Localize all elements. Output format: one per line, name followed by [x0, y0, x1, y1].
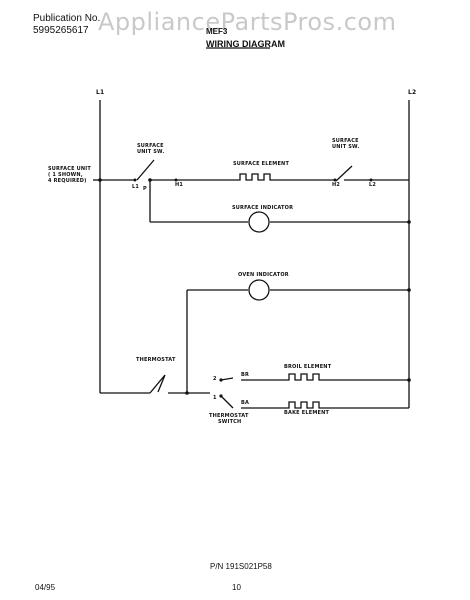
surface-indicator-lamp	[248, 211, 270, 233]
page-number: 10	[232, 583, 241, 592]
label-broil-element: BROIL ELEMENT	[284, 364, 332, 370]
model-fragment: MEF3	[206, 27, 228, 36]
surface-element-symbol	[233, 173, 276, 181]
label-thermostat: THERMOSTAT	[136, 357, 176, 363]
label-surface-element: SURFACE ELEMENT	[233, 161, 290, 167]
label-surface-unit-sw-right-2: UNIT SW.	[332, 144, 360, 150]
terminal-label-h2: H2	[332, 182, 341, 188]
terminal-label-ba: BA	[241, 400, 250, 406]
terminal-h2	[333, 178, 337, 182]
label-thermostat-switch-1: THERMOSTAT	[209, 413, 249, 419]
label-line-l2: L2	[408, 89, 417, 96]
label-thermostat-switch-2: SWITCH	[218, 419, 242, 425]
terminal-label-l1: L1	[132, 184, 140, 190]
label-bake-element: BAKE ELEMENT	[284, 410, 330, 416]
bake-element-symbol	[283, 401, 325, 409]
junction-oven-drop	[185, 391, 189, 395]
terminal-label-2: 2	[213, 376, 217, 382]
junction-l2-surface-indicator	[407, 220, 411, 224]
label-surface-indicator: SURFACE INDICATOR	[232, 205, 294, 211]
junction-l2-broil	[407, 378, 411, 382]
label-oven-indicator: OVEN INDICATOR	[238, 272, 289, 278]
terminal-label-h1: H1	[175, 182, 184, 188]
terminal-label-l2: L2	[369, 182, 377, 188]
label-surface-unit-sw-left-2: UNIT SW.	[137, 149, 165, 155]
junction-p	[148, 178, 152, 182]
oven-indicator-lamp	[248, 279, 270, 301]
thermostat-switch-contact-broil	[220, 377, 234, 381]
junction-l1-surface	[98, 178, 102, 182]
terminal-h1	[174, 178, 178, 182]
terminal-label-br: BR	[241, 372, 250, 378]
label-surface-unit-note-3: 4 REQUIRED)	[48, 178, 87, 184]
label-surface-unit-sw-right-1: SURFACE	[332, 138, 359, 144]
terminal-l1-switch	[133, 178, 137, 182]
label-surface-unit-sw-left-1: SURFACE	[137, 143, 164, 149]
terminal-thermostat-switch-1	[219, 394, 223, 398]
footer-date: 04/95	[35, 583, 56, 592]
part-number: P/N 191S021P58	[210, 562, 272, 571]
thermostat-symbol	[149, 374, 166, 394]
label-surface-unit-note-1: SURFACE UNIT	[48, 166, 91, 172]
publication-label: Publication No.	[33, 13, 101, 24]
watermark: AppliancePartsPros.com	[98, 8, 397, 36]
publication-number: 5995265617	[33, 25, 89, 36]
label-line-l1: L1	[96, 89, 105, 96]
broil-element-symbol	[283, 373, 325, 381]
thermostat-switch-contact-bake	[220, 395, 234, 409]
surface-switch-contact-left	[136, 159, 155, 181]
junction-l2-oven-indicator	[407, 288, 411, 292]
surface-switch-contact-right	[335, 165, 353, 182]
label-surface-unit-note-2: ( 1 SHOWN,	[48, 172, 83, 178]
terminal-label-p: P	[143, 186, 147, 192]
terminal-l2-switch	[369, 178, 373, 182]
terminal-thermostat-switch-2	[219, 378, 223, 382]
diagram-title: WIRING DIAGRAM	[206, 39, 285, 49]
terminal-label-1: 1	[213, 395, 217, 401]
